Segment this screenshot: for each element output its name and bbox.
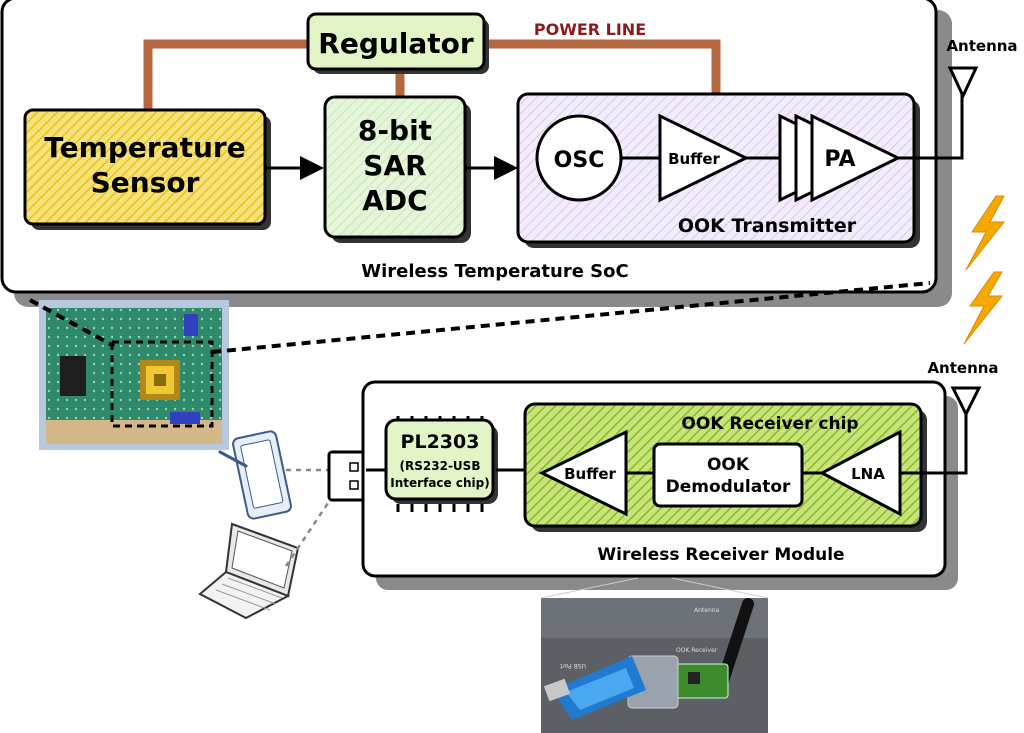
soc-title: Wireless Temperature SoC — [361, 261, 628, 282]
pl2303-line-1: (RS232-USB — [400, 459, 481, 473]
soc-panel: POWER LINE Regulator Temperature Sensor … — [0, 0, 1018, 307]
photo-ook-receiver-label: OOK Receiver — [676, 647, 718, 654]
regulator-label: Regulator — [318, 27, 474, 60]
laptop-icon — [198, 522, 300, 620]
receiver-photo: Antenna OOK Receiver USB Port — [541, 598, 768, 733]
temp-sensor-label-2: Sensor — [91, 166, 200, 199]
ook-transmitter-block: OSC Buffer PA OOK Transmitter — [516, 92, 920, 248]
tablet-icon — [218, 430, 292, 520]
tx-antenna-label: Antenna — [946, 37, 1017, 55]
demod-label-1: OOK — [707, 455, 750, 475]
zoom-dashed-lines — [29, 281, 931, 354]
lna-label: LNA — [851, 465, 885, 483]
temperature-sensor-block: Temperature Sensor — [23, 108, 271, 230]
power-line — [143, 39, 721, 110]
photo-usb-port-label: USB Port — [559, 662, 586, 669]
receiver-title: Wireless Receiver Module — [597, 545, 844, 565]
usb-plug-icon — [327, 450, 368, 502]
pa-label: PA — [824, 147, 855, 172]
adc-label-1: 8-bit — [358, 114, 432, 147]
pa-triangles — [778, 113, 902, 203]
ook-receiver-chip-label: OOK Receiver chip — [681, 414, 858, 434]
adc-label-3: ADC — [362, 184, 427, 217]
adc-label-2: SAR — [363, 149, 426, 182]
device-dashed-links — [284, 468, 332, 567]
receiver-panel: PL2303 (RS232-USB Interface chip) OOK Re… — [361, 359, 999, 590]
tx-buffer-triangle — [658, 113, 750, 203]
rx-antenna — [900, 386, 982, 475]
power-line-label: POWER LINE — [534, 20, 646, 39]
ook-demodulator-box — [652, 442, 804, 508]
pl2303-line-2: Interface chip) — [390, 476, 489, 490]
pl2303-chip: PL2303 (RS232-USB Interface chip) — [384, 416, 498, 512]
tx-antenna — [898, 66, 979, 160]
osc-label: OSC — [554, 148, 605, 173]
soc-pcb-photo — [39, 300, 229, 450]
tx-buffer-label: Buffer — [668, 150, 720, 168]
rx-buffer-label: Buffer — [564, 465, 616, 483]
regulator-block: Regulator — [306, 12, 489, 74]
photo-connector-lines — [540, 577, 769, 599]
rx-antenna-label: Antenna — [927, 359, 998, 377]
photo-antenna-label: Antenna — [694, 607, 720, 614]
ook-receiver-chip: OOK Receiver chip Buffer OOK Demodulator… — [523, 402, 927, 532]
temp-sensor-label-1: Temperature — [44, 131, 245, 164]
demod-label-2: Demodulator — [666, 477, 791, 497]
adc-block: 8-bit SAR ADC — [323, 95, 471, 243]
ook-transmitter-label: OOK Transmitter — [678, 215, 857, 237]
wireless-lightning-icon — [963, 195, 1006, 345]
pl2303-name: PL2303 — [401, 431, 480, 453]
